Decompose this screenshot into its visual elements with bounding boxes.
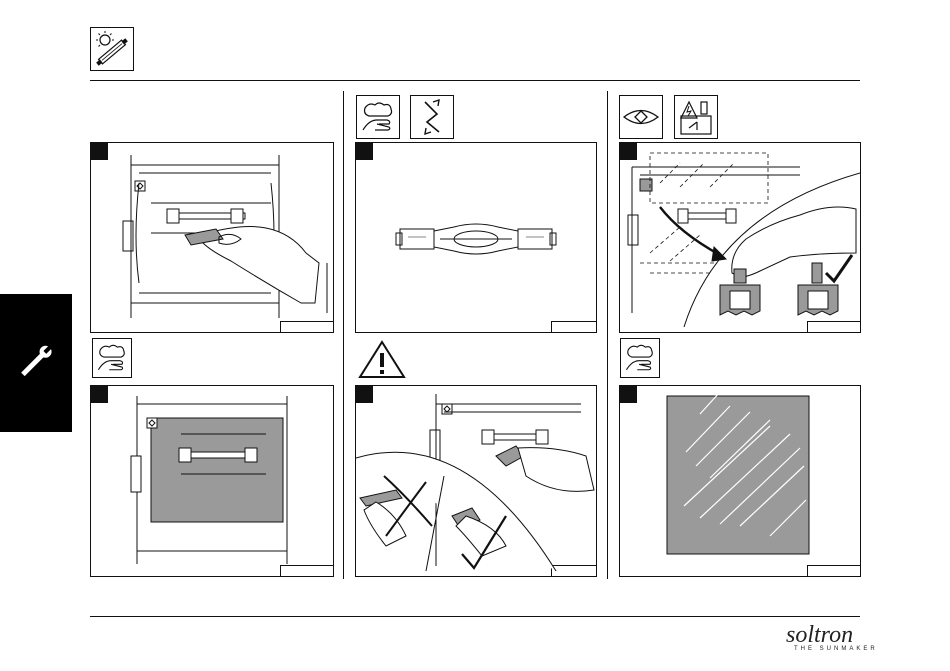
- eye-icon: [619, 95, 663, 139]
- cloth-hand-icon: [620, 338, 660, 378]
- brand-main: soltron: [786, 623, 853, 647]
- column-divider: [607, 91, 608, 579]
- step-panel-6: [619, 385, 861, 577]
- shaded-glass-lamp-illustration: [91, 386, 333, 576]
- brand-logo: soltron THE SUNMAKER: [786, 623, 866, 655]
- column-divider: [343, 91, 344, 579]
- header-rule: [90, 80, 860, 81]
- press-button-check-illustration: [620, 143, 860, 332]
- warning-triangle-icon: [358, 339, 406, 379]
- step-panel-5: [619, 142, 861, 333]
- grip-right-wrong-illustration: [356, 386, 596, 576]
- footer-rule: [90, 616, 860, 617]
- cloth-hand-icon: [92, 338, 132, 378]
- step-panel-2: [90, 385, 334, 577]
- wrench-icon: [0, 294, 72, 432]
- step-panel-4: [355, 385, 597, 577]
- halogen-lamp-tube-illustration: [356, 143, 596, 332]
- hand-grip-lamp-illustration: [91, 143, 333, 332]
- electrical-switch-icon: [674, 95, 718, 139]
- step-panel-1: [90, 142, 334, 333]
- step-panel-3: [355, 142, 597, 333]
- clean-glass-illustration: [620, 386, 860, 576]
- side-tab: [0, 294, 72, 432]
- cloth-hand-icon: [356, 95, 400, 139]
- lamp-sun-icon: [90, 27, 134, 71]
- rotate-arrow-icon: [410, 95, 454, 139]
- brand-sub: THE SUNMAKER: [794, 646, 878, 652]
